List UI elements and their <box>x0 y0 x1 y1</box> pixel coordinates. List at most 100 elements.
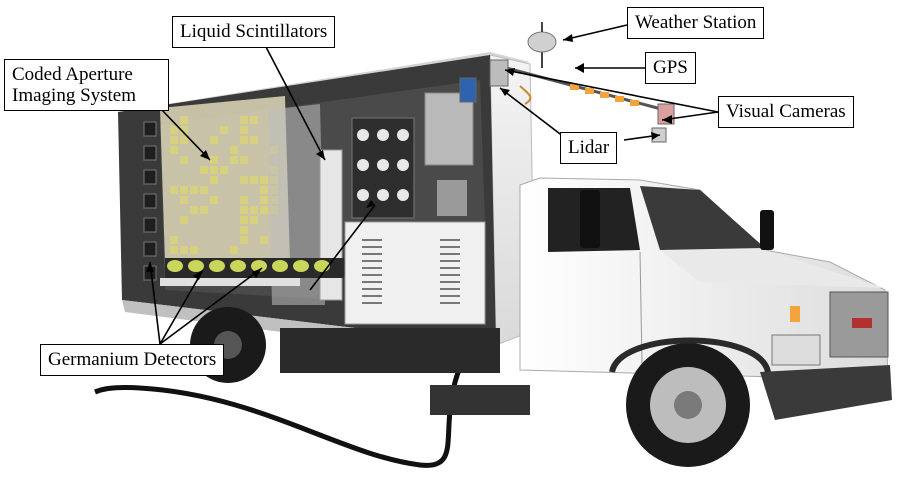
mask-cell <box>200 206 208 214</box>
mask-cell <box>260 196 268 204</box>
mask-cell <box>260 176 268 184</box>
label-liquid-scintillators: Liquid Scintillators <box>172 16 336 48</box>
mask-cell <box>220 166 228 174</box>
scintillator-cell <box>397 129 409 141</box>
mask-cell <box>240 136 248 144</box>
arrowhead-visual-cameras-2 <box>662 115 672 124</box>
mask-cell <box>240 196 248 204</box>
arrowhead-germanium-2 <box>193 270 203 280</box>
mask-cell <box>260 236 268 244</box>
leader-weather-station <box>562 24 628 41</box>
windshield <box>640 186 765 250</box>
leader-coded-aperture <box>159 107 211 161</box>
leader-germanium-1 <box>149 261 161 345</box>
mask-cell <box>180 136 188 144</box>
mask-cell <box>240 236 248 244</box>
marker-lights <box>570 84 639 106</box>
marker-light <box>570 84 579 90</box>
detector-dome <box>293 260 309 272</box>
wall-detector <box>143 121 157 137</box>
label-weather-station: Weather Station <box>627 7 765 39</box>
coded-aperture-mask-cells <box>170 116 278 254</box>
weather-station-dome <box>527 31 557 53</box>
lidar-unit <box>489 59 509 87</box>
mask-cell <box>170 146 178 154</box>
cooler-vents <box>362 239 460 304</box>
leader-liquid-scintillators-1 <box>265 46 326 161</box>
scintillator-cell <box>397 159 409 171</box>
detector-dome <box>167 260 183 272</box>
scintillator-cell <box>357 159 369 171</box>
wall-detector <box>143 217 157 233</box>
front-bumper <box>760 365 892 420</box>
wall-detector <box>143 169 157 185</box>
cooler-unit <box>344 221 486 325</box>
mask-cell <box>240 176 248 184</box>
wall-detector <box>143 145 157 161</box>
label-coded-aperture: Coded Aperture Imaging System <box>4 59 169 111</box>
arrowhead-coded-aperture <box>200 150 210 160</box>
leader-germanium-3 <box>159 267 263 345</box>
arrowhead-germanium-3 <box>252 268 262 278</box>
arrowhead-lidar-1 <box>500 88 510 96</box>
turn-signal <box>790 306 800 322</box>
arrowhead-liquid-scintillators-1 <box>316 150 325 160</box>
scintillator-cell <box>357 189 369 201</box>
mask-cell <box>180 196 188 204</box>
label-visual-cameras: Visual Cameras <box>718 96 854 128</box>
mask-cell <box>240 206 248 214</box>
scintillator-cell <box>357 129 369 141</box>
side-step <box>430 385 530 415</box>
mask-cell <box>260 206 268 214</box>
power-cable <box>94 348 471 468</box>
detector-dome <box>251 260 267 272</box>
marker-light <box>585 88 594 94</box>
wall-detector <box>143 193 157 209</box>
mask-cell <box>200 186 208 194</box>
leader-germanium-2 <box>159 269 204 345</box>
front-wheel-hub <box>674 391 702 419</box>
leader-arrowheads <box>146 34 672 280</box>
mask-cell <box>180 186 188 194</box>
arrowhead-germanium-1 <box>146 262 154 272</box>
mask-cell <box>210 196 218 204</box>
label-germanium-detectors: Germanium Detectors <box>40 344 225 376</box>
mask-cell <box>170 136 178 144</box>
mask-cell <box>200 166 208 174</box>
mask-cell <box>210 176 218 184</box>
label-lidar: Lidar <box>560 132 618 164</box>
mask-cell <box>260 186 268 194</box>
mask-cell <box>210 166 218 174</box>
label-gps: GPS <box>645 52 696 84</box>
mask-cell <box>180 156 188 164</box>
mask-cell <box>240 216 248 224</box>
arrowhead-liquid-scintillators-2 <box>366 200 375 208</box>
mask-cell <box>170 236 178 244</box>
mask-cell <box>250 176 258 184</box>
leader-visual-cameras-1 <box>504 69 719 113</box>
marker-light <box>600 92 609 98</box>
mask-cell <box>170 246 178 254</box>
mask-cell <box>180 216 188 224</box>
marker-light <box>630 100 639 106</box>
scintillator-cell <box>377 159 389 171</box>
mask-cell <box>180 126 188 134</box>
mask-cell <box>180 116 188 124</box>
marker-light <box>615 96 624 102</box>
mask-cell <box>180 246 188 254</box>
mask-cell <box>250 206 258 214</box>
detector-dome <box>209 260 225 272</box>
wall-detector <box>143 241 157 257</box>
sensor-cable <box>519 85 532 105</box>
scintillator-cell <box>377 189 389 201</box>
mask-cell <box>170 126 178 134</box>
detector-dome <box>188 260 204 272</box>
arrowhead-weather-station <box>563 34 573 42</box>
arrowhead-lidar-2 <box>651 132 660 140</box>
mask-cell <box>230 146 238 154</box>
leader-lidar-1 <box>499 87 569 141</box>
mask-cell <box>210 156 218 164</box>
mask-cover-plate <box>268 104 325 305</box>
